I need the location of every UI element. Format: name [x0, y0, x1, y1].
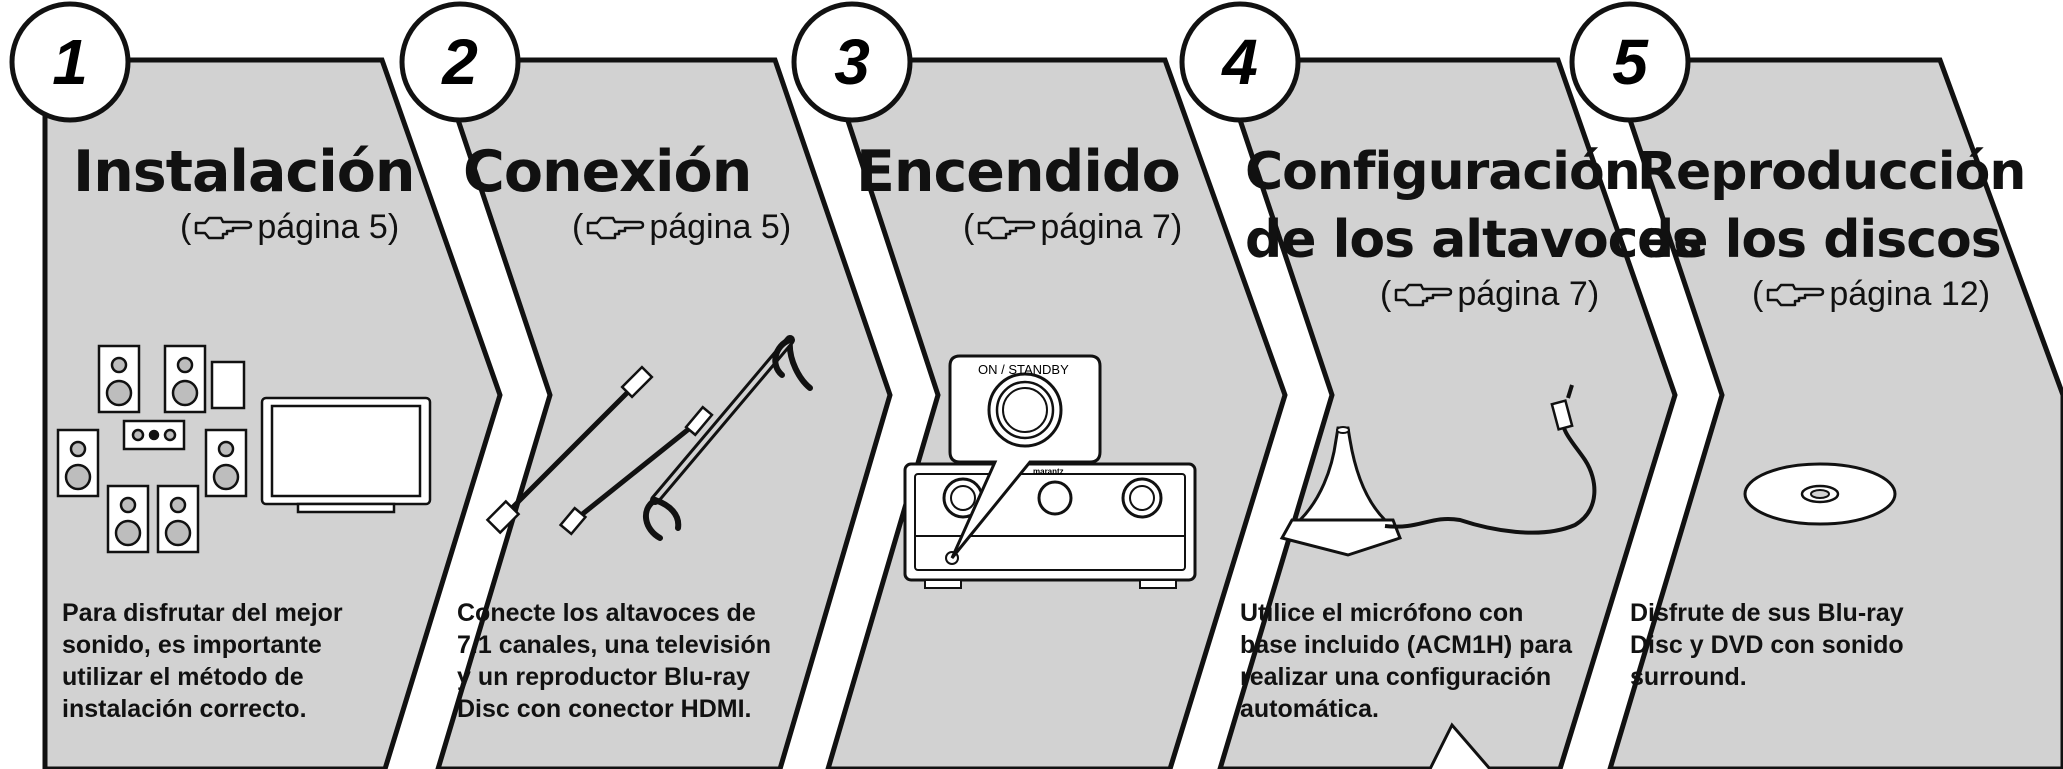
step-4-title-line-1: Configuración — [1245, 142, 1641, 202]
step-5-number-circle — [1569, 1, 1691, 123]
step-5-arrow — [1606, 57, 2063, 769]
description-line: base incluido (ACM1H) para — [1240, 631, 1572, 659]
step-2-number-circle — [399, 1, 521, 123]
pointing-hand-icon — [195, 216, 253, 239]
page-word: página — [1457, 275, 1560, 313]
page-word: página — [1829, 275, 1932, 313]
step-4-number: 4 — [1222, 26, 1258, 98]
step-2-title: Conexión — [463, 139, 752, 205]
page-number: 7 — [1151, 208, 1171, 246]
on-standby-label: ON / STANDBY — [978, 362, 1069, 377]
description-line: Disc con conector HDMI. — [457, 695, 752, 723]
brand-label: marantz — [1033, 467, 1064, 476]
step-2-number: 2 — [442, 26, 478, 98]
description-line: surround. — [1630, 663, 1747, 691]
pointing-hand-icon — [1767, 283, 1825, 306]
description-line: instalación correcto. — [62, 695, 307, 723]
step-3-number: 3 — [834, 26, 870, 98]
page-word: página — [1040, 208, 1143, 246]
description-line: realizar una configuración — [1240, 663, 1552, 691]
pointing-hand-icon — [1395, 283, 1453, 306]
step-3-page-ref[interactable]: ( página 7) — [963, 208, 1183, 246]
step-1-title: Instalación — [73, 139, 415, 205]
description-line: Conecte los altavoces de — [457, 599, 756, 627]
description-line: sonido, es importante — [62, 631, 322, 659]
step-1-number: 1 — [52, 26, 88, 98]
pointing-hand-icon — [587, 216, 645, 239]
step-3-number-circle — [791, 1, 913, 123]
disc-icon — [1743, 462, 1897, 526]
page-number: 12 — [1940, 275, 1979, 313]
step-1-number-circle — [9, 1, 131, 123]
step-5-page-ref[interactable]: ( página 12) — [1752, 275, 1991, 313]
step-2-arrow — [434, 57, 893, 769]
step-4-description: Utilice el micrófono con base incluido (… — [1240, 597, 1590, 725]
receiver-power-icon — [903, 354, 1197, 589]
page-number: 5 — [760, 208, 780, 246]
step-5-description: Disfrute de sus Blu-ray Disc y DVD con s… — [1630, 597, 1950, 693]
description-line: y un reproductor Blu-ray — [457, 663, 751, 691]
step-4-page-ref[interactable]: ( página 7) — [1380, 275, 1600, 313]
cables-icon — [485, 335, 813, 541]
step-3-title: Encendido — [856, 139, 1181, 205]
step-2-page-ref[interactable]: ( página 5) — [572, 208, 792, 246]
step-5-number: 5 — [1612, 26, 1648, 98]
description-line: Utilice el micrófono con — [1240, 599, 1524, 627]
description-line: automática. — [1240, 695, 1379, 723]
description-line: Para disfrutar del mejor — [62, 599, 343, 627]
description-line: utilizar el método de — [62, 663, 304, 691]
page-number: 5 — [368, 208, 388, 246]
microphone-icon — [1279, 384, 1597, 769]
step-4-number-circle — [1179, 1, 1301, 123]
step-4-arrow — [1216, 57, 1678, 769]
pointing-hand-icon — [978, 216, 1036, 239]
step-1-description: Para disfrutar del mejor sonido, es impo… — [62, 597, 412, 725]
step-5-title-line-2: de los discos — [1637, 210, 2002, 270]
page-word: página — [257, 208, 360, 246]
description-line: Disc y DVD con sonido — [1630, 631, 1904, 659]
page-number: 7 — [1568, 275, 1588, 313]
page-word: página — [649, 208, 752, 246]
step-1-page-ref[interactable]: ( página 5) — [180, 208, 400, 246]
description-line: 7.1 canales, una televisión — [457, 631, 772, 659]
speakers-and-tv-icon — [56, 344, 432, 554]
step-2-description: Conecte los altavoces de 7.1 canales, un… — [457, 597, 817, 725]
step-5-title-line-1: Reproducción — [1637, 142, 2026, 202]
step-4-title-line-2: de los altavoces — [1245, 210, 1703, 270]
description-line: Disfrute de sus Blu-ray — [1630, 599, 1904, 627]
